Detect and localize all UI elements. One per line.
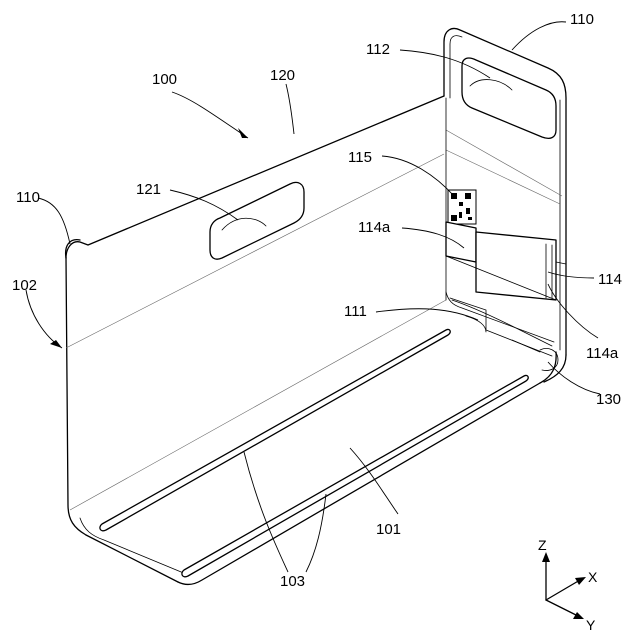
- label-110-left: 110: [16, 189, 40, 206]
- z-arrow-icon: [542, 552, 550, 562]
- label-103: 103: [280, 573, 305, 590]
- label-115: 115: [348, 149, 372, 166]
- label-130: 130: [596, 391, 621, 408]
- label-110-right: 110: [570, 11, 594, 28]
- axis-x-label: X: [588, 569, 598, 585]
- label-111: 111: [344, 303, 367, 320]
- label-120: 120: [270, 67, 295, 84]
- axis-triad: Z X Y: [538, 537, 598, 633]
- label-114a-upper: 114a: [358, 219, 391, 236]
- x-arrow-icon: [575, 577, 586, 585]
- slits: [100, 329, 528, 576]
- label-101: 101: [376, 521, 401, 538]
- label-114a-lower: 114a: [586, 345, 619, 362]
- clip-part: [446, 222, 566, 300]
- label-121: 121: [136, 181, 161, 198]
- label-112: 112: [366, 41, 390, 58]
- inner-rib: [450, 298, 552, 356]
- label-102: 102: [12, 277, 37, 294]
- code-label: [448, 190, 476, 224]
- label-114: 114: [598, 271, 622, 288]
- label-100: 100: [152, 71, 177, 88]
- axis-z-label: Z: [538, 537, 547, 553]
- top-handle-hole: [210, 182, 304, 259]
- axis-y-label: Y: [586, 617, 596, 633]
- y-arrow-icon: [573, 612, 584, 619]
